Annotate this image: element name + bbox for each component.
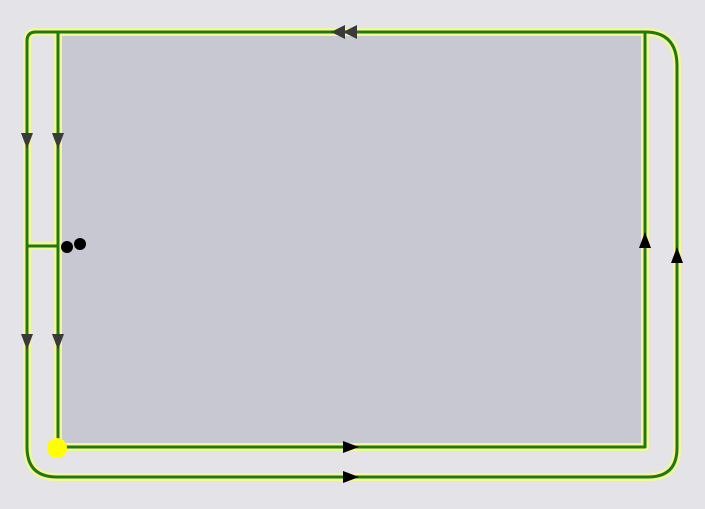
arrow-top-double	[331, 25, 345, 39]
arrow-inner-right	[639, 232, 651, 248]
markers	[47, 238, 86, 458]
inner-panel	[58, 32, 646, 447]
arrow-inner-left-upper	[52, 133, 64, 149]
double-dot-marker[interactable]	[61, 241, 73, 253]
arrow-outer-bottom	[343, 471, 359, 483]
outer-loop[interactable]	[25, 30, 679, 479]
arrow-outer-right	[671, 247, 683, 263]
track-lines	[25, 30, 679, 479]
arrow-top-double	[343, 25, 357, 39]
arrow-outer-left-upper	[21, 133, 33, 149]
arrow-outer-left-lower	[21, 334, 33, 350]
direction-arrows	[21, 25, 683, 483]
inner-rectangle[interactable]	[56, 30, 647, 449]
start-point[interactable]	[47, 438, 67, 458]
double-dot-marker[interactable]	[74, 238, 86, 250]
arrow-inner-left-lower	[52, 334, 64, 350]
arrow-inner-bottom	[343, 441, 359, 453]
